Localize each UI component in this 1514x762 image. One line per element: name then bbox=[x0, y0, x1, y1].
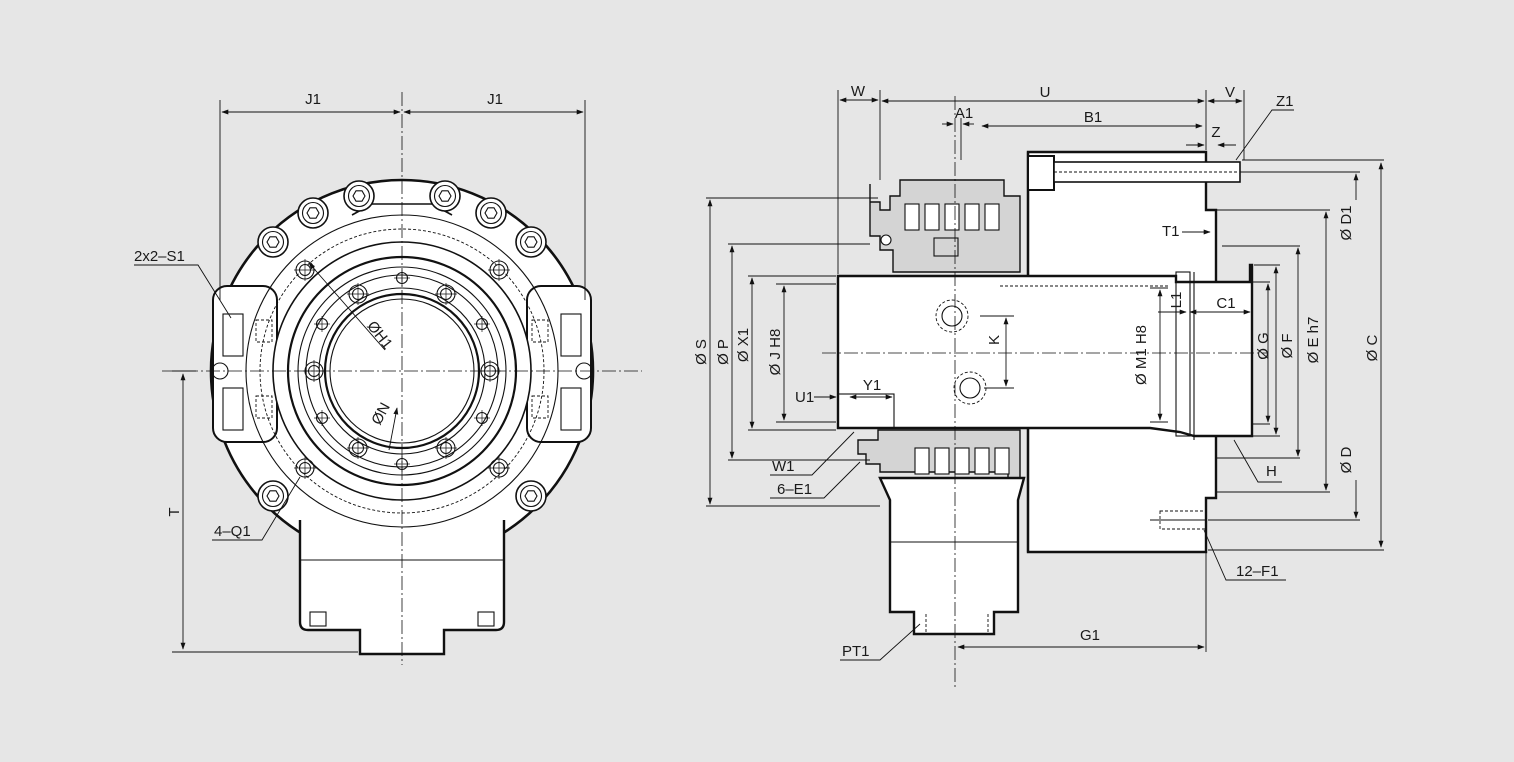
q1-label: 4–Q1 bbox=[214, 523, 251, 540]
k-label: K bbox=[986, 335, 1003, 345]
p-label: Ø P bbox=[715, 339, 732, 365]
g-label: Ø G bbox=[1255, 332, 1272, 360]
v-label: V bbox=[1225, 84, 1235, 101]
f-label: Ø F bbox=[1279, 334, 1296, 359]
d1-label: Ø D1 bbox=[1338, 205, 1355, 240]
l1-label: L1 bbox=[1168, 292, 1185, 309]
front-view: J1 J1 T 2x2–S1 4–Q1 ØH1 ØN bbox=[134, 91, 642, 665]
a1-label: A1 bbox=[955, 105, 973, 122]
c-label: Ø C bbox=[1364, 335, 1381, 362]
z-label: Z bbox=[1211, 124, 1220, 141]
j-label: Ø J H8 bbox=[767, 329, 784, 376]
d-label: Ø D bbox=[1338, 447, 1355, 474]
j1-left-label: J1 bbox=[305, 91, 321, 108]
t1-label: T1 bbox=[1162, 223, 1180, 240]
e1-label: 6–E1 bbox=[777, 481, 812, 498]
b1-label: B1 bbox=[1084, 109, 1102, 126]
pt1-label: PT1 bbox=[842, 643, 870, 660]
u1-label: U1 bbox=[795, 389, 814, 406]
c1-label: C1 bbox=[1216, 295, 1235, 312]
s-label: Ø S bbox=[693, 339, 710, 365]
e-label: Ø E h7 bbox=[1305, 317, 1322, 364]
y1-label: Y1 bbox=[863, 377, 881, 394]
z1-label: Z1 bbox=[1276, 93, 1294, 110]
motor-adapter bbox=[878, 476, 1026, 636]
w1-label: W1 bbox=[772, 458, 795, 475]
t-label: T bbox=[166, 507, 183, 516]
j1-right-label: J1 bbox=[487, 91, 503, 108]
h-label: H bbox=[1266, 463, 1277, 480]
f1-label: 12–F1 bbox=[1236, 563, 1279, 580]
m1-label: Ø M1 H8 bbox=[1133, 325, 1150, 385]
x1-label: Ø X1 bbox=[735, 328, 752, 362]
w-label: W bbox=[851, 83, 866, 100]
u-label: U bbox=[1040, 84, 1051, 101]
s1-label: 2x2–S1 bbox=[134, 248, 185, 265]
g1-label: G1 bbox=[1080, 627, 1100, 644]
side-view: W U V A1 B1 Z Z1 Ø D1 Ø C Ø bbox=[693, 83, 1384, 690]
